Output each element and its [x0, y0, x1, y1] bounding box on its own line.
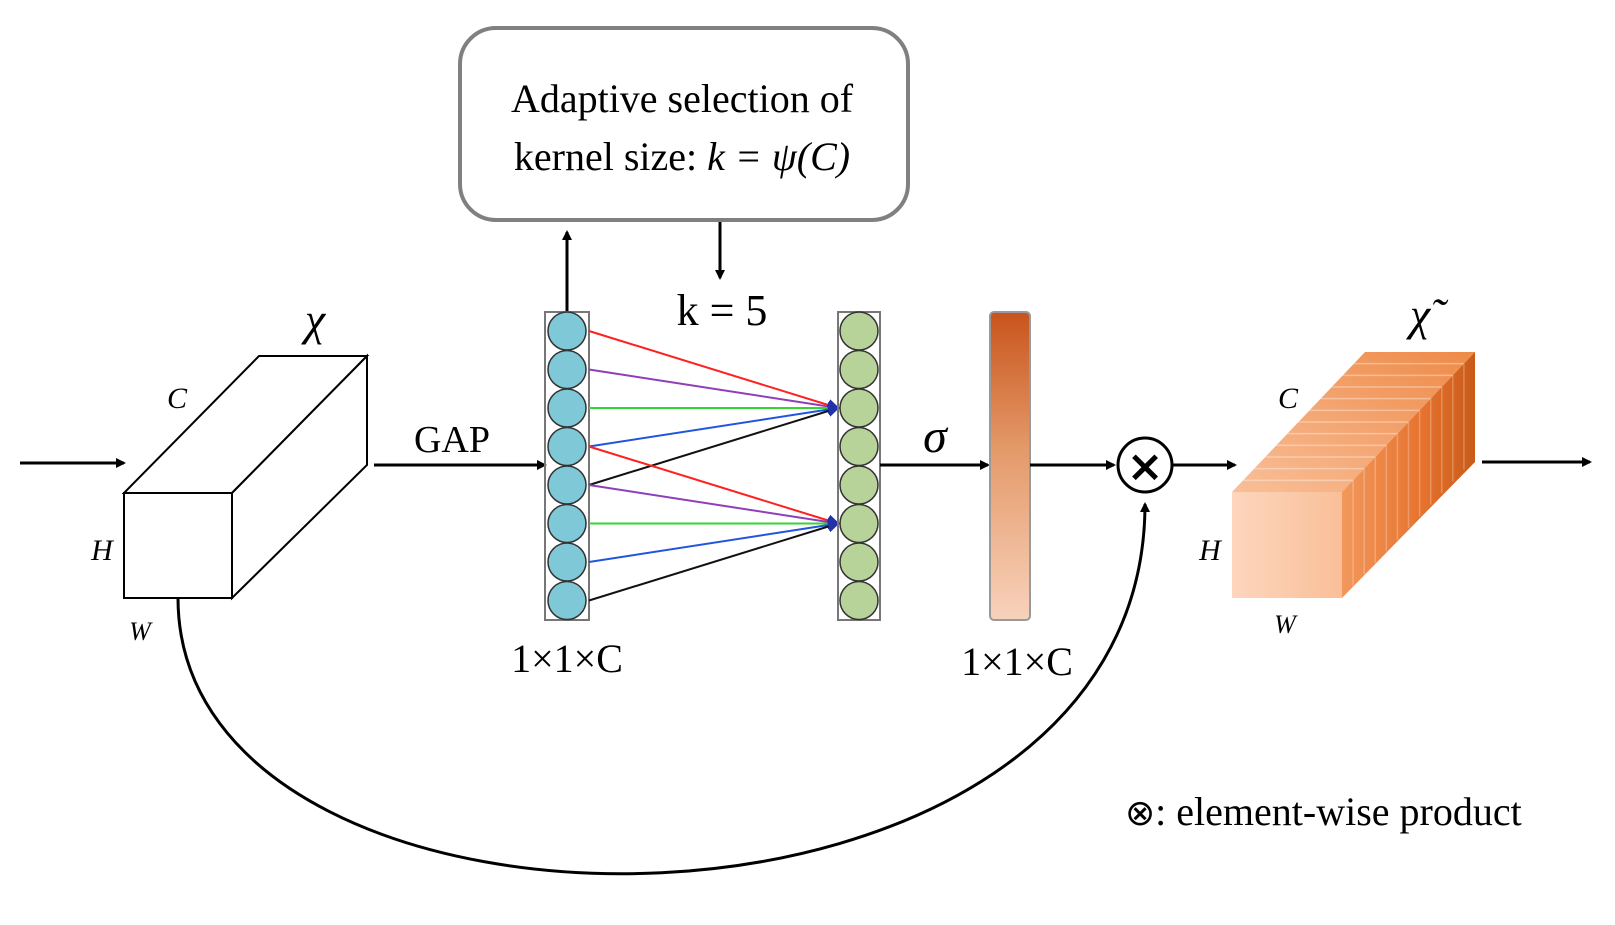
input-tensor	[121, 353, 370, 601]
output-tensor-symbol: χ̃	[1406, 289, 1449, 340]
conv-node-4	[839, 426, 879, 467]
gap-node-6	[547, 503, 587, 544]
gap-node-8	[547, 580, 587, 621]
input-tensor-w-label: W	[129, 617, 153, 646]
input-tensor-c-label: C	[167, 382, 188, 415]
gap-node-5	[547, 465, 587, 505]
product-operator	[1116, 436, 1174, 494]
selection-box-formula: k = ψ(C)	[707, 134, 850, 179]
legend-symbol: ⊗	[1125, 793, 1155, 834]
legend-text: : element-wise product	[1155, 789, 1522, 834]
gap-label: GAP	[414, 419, 490, 461]
conv-connections	[588, 330, 840, 602]
conv-line-2-1	[588, 445, 840, 527]
output-tensor-top-face	[1232, 352, 1475, 492]
output-tensor-side-stripes	[1352, 363, 1465, 587]
selection-box-line1: Adaptive selection of	[511, 76, 854, 121]
gap-node-4	[547, 426, 587, 467]
output-tensor-top-stripes	[1243, 362, 1464, 482]
gap-node-7	[547, 542, 587, 582]
gap-nodes	[547, 311, 587, 621]
selection-box-line2: kernel size: k = ψ(C)	[514, 134, 850, 179]
conv-node-8	[839, 580, 879, 621]
gap-node-2	[547, 349, 587, 390]
adaptive-selection-box	[458, 26, 910, 222]
output-tensor	[1232, 352, 1475, 598]
conv-node-2	[839, 349, 879, 390]
selection-box-prefix: kernel size:	[514, 134, 707, 179]
conv-node-6	[839, 503, 879, 544]
conv-node-3	[839, 388, 879, 428]
gap-node-1	[547, 311, 587, 351]
gap-dim-label: 1×1×C	[511, 636, 623, 681]
legend: ⊗: element-wise product	[1125, 789, 1522, 834]
conv-line-2-2	[588, 484, 840, 528]
input-tensor-front-face	[123, 492, 233, 599]
conv-line-1-5	[588, 405, 840, 486]
weight-dim-label: 1×1×C	[961, 639, 1073, 684]
channel-weights-bar	[989, 311, 1031, 621]
output-tensor-w-label: W	[1274, 610, 1298, 639]
conv-line-2-4	[588, 519, 840, 563]
conv-node-5	[839, 465, 879, 505]
kernel-size-label: k = 5	[677, 286, 768, 335]
output-tensor-h-label: H	[1198, 534, 1223, 567]
conv-node-7	[839, 542, 879, 582]
skip-connection	[176, 502, 1150, 876]
conv-line-1-4	[588, 403, 840, 448]
conv-line-2-5	[588, 520, 840, 602]
input-tensor-symbol: χ	[301, 294, 327, 345]
input-tensor-h-label: H	[90, 534, 115, 567]
output-tensor-side-face	[1342, 352, 1475, 598]
conv-line-1-2	[588, 368, 840, 413]
sigma-label: σ	[923, 410, 949, 463]
gap-node-3	[547, 388, 587, 428]
conv-nodes	[839, 311, 879, 621]
output-tensor-c-label: C	[1278, 382, 1299, 415]
conv-node-1	[839, 311, 879, 351]
output-tensor-front-face	[1232, 492, 1342, 598]
conv-line-1-1	[588, 330, 840, 411]
product-symbol: ×	[1127, 441, 1164, 492]
